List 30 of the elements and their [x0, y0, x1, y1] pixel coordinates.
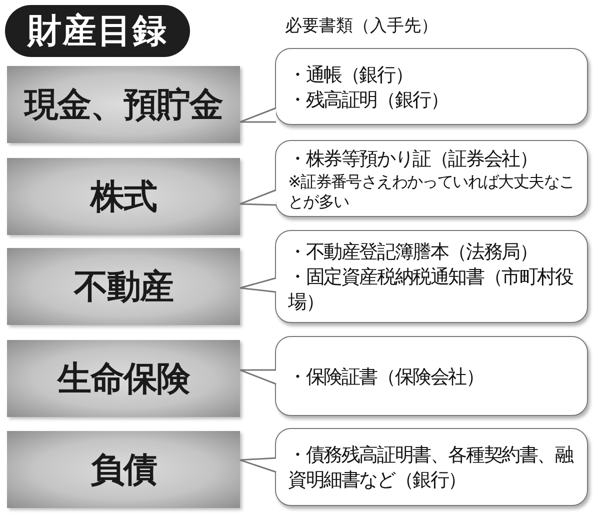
- category-name: 負債: [90, 448, 156, 492]
- category-box: [7, 248, 240, 325]
- category-box: [7, 66, 240, 143]
- document-callout: [275, 336, 588, 416]
- callout-pointer: [239, 107, 277, 123]
- document-callout: [275, 230, 588, 323]
- document-callout: [275, 428, 588, 506]
- category-name: 不動産: [74, 266, 173, 308]
- document-item: ・不動産登記簿謄本（法務局）: [288, 240, 538, 265]
- callout-pointer: [239, 277, 277, 293]
- column-heading: 必要書類（入手先）: [285, 15, 438, 37]
- callout-pointer: [239, 457, 277, 473]
- category-box: [7, 158, 240, 235]
- category-box: [7, 431, 240, 508]
- document-item: ・株券等預かり証（証券会社）: [288, 147, 538, 172]
- note-text: ※証券番号さえわかっていれば大丈夫なことが多い: [288, 172, 576, 212]
- document-callout: [275, 140, 588, 217]
- category-box: [7, 340, 240, 417]
- title-banner: 財産目録: [5, 5, 190, 57]
- category-name: 株式: [90, 176, 156, 218]
- document-item: ・通帳（銀行）: [288, 62, 414, 88]
- callout-pointer: [239, 189, 277, 206]
- document-item: ・保険証書（保険会社）: [288, 364, 485, 390]
- callout-pointer: [239, 369, 277, 385]
- document-item: ・残高証明（銀行）: [288, 88, 450, 112]
- document-callout: [275, 48, 588, 125]
- document-item: ・固定資産税納税通知書（市町村役場）: [288, 265, 574, 315]
- category-name: 生命保険: [58, 358, 190, 400]
- category-name: 現金、預貯金: [24, 84, 222, 126]
- document-item: ・債務残高証明書、各種契約書、融資明細書など（銀行）: [288, 443, 574, 493]
